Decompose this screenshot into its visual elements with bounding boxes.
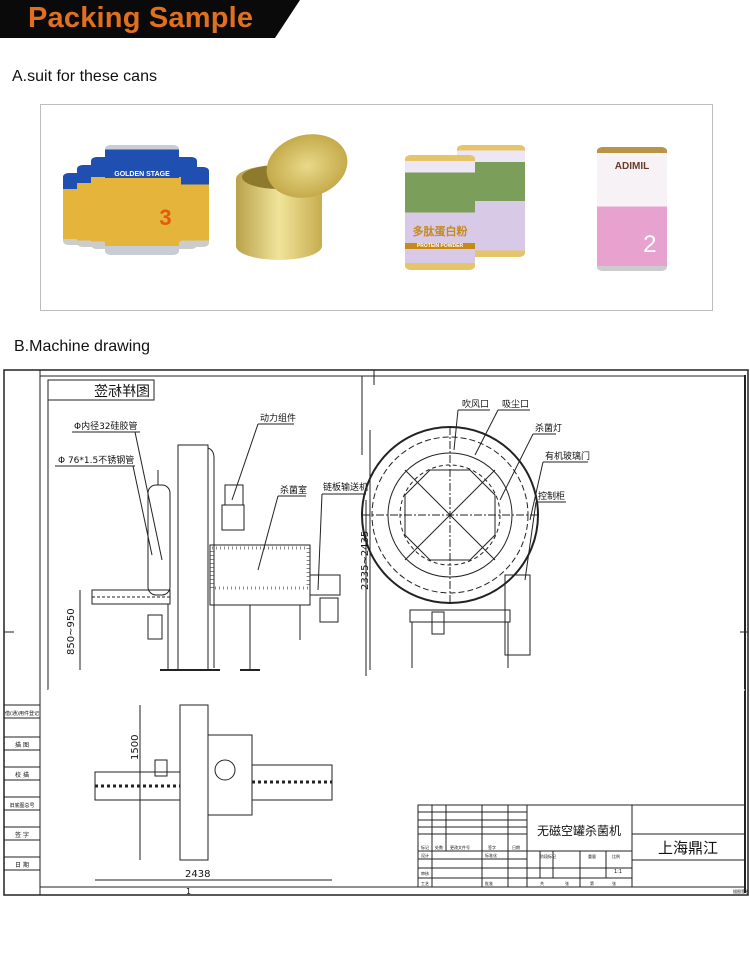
tb-header: 更改文件号 — [450, 844, 470, 850]
top-view — [94, 704, 333, 861]
header-banner — [0, 0, 300, 38]
side-view — [91, 444, 341, 671]
can-sub-text: PROTEIN POWDER — [405, 243, 475, 249]
tb-row: 审核 — [421, 870, 429, 876]
dimension-height-side: 850~950 — [66, 608, 77, 655]
tb-row: 工艺 — [421, 881, 429, 886]
page-title: Packing Sample — [28, 2, 254, 34]
stamp-box — [47, 379, 155, 401]
label-sterilizing-lamp: 杀菌灯 — [535, 422, 562, 434]
dimension-length: 2438 — [185, 869, 210, 880]
machine-name: 无磁空罐杀菌机 — [537, 823, 621, 838]
label-control-cabinet: 控制柜 — [538, 490, 565, 502]
side-table-cell: 旧底图总号 — [9, 802, 34, 809]
section-b-title: B.Machine drawing — [14, 338, 151, 355]
can-logo-text: 多肽蛋白粉 — [412, 226, 468, 238]
tb-header: 处数 — [435, 844, 443, 850]
side-table-cell: 描 图 — [15, 741, 29, 749]
side-table-cell: 签 字 — [15, 831, 29, 839]
tb-stage: 重量 — [588, 853, 596, 859]
tb-header: 标记 — [421, 844, 429, 850]
tb-sheets: 张 — [565, 880, 569, 886]
label-sterilizing-room: 杀菌室 — [280, 484, 307, 496]
machine-drawing: 图样标签 Φ内径32硅胶管 Φ 76*1.5不锈钢管 动力组件 杀菌室 链板输送… — [3, 369, 749, 896]
label-steel-tube: Φ 76*1.5不锈钢管 — [58, 454, 134, 466]
sheet-mark: 1 — [186, 887, 191, 896]
label-glass-door: 有机玻璃门 — [545, 450, 590, 462]
side-table-cell: 借(通)用件登记 — [5, 710, 39, 717]
tb-header: 日期 — [512, 844, 520, 850]
adimil-formula-can: ADIMIL 2 — [597, 147, 667, 273]
dimension-height-total: 2335~2435 — [360, 531, 371, 590]
side-table — [4, 704, 40, 871]
tb-row: 批准 — [485, 880, 493, 886]
tb-header: 签字 — [488, 844, 496, 850]
golden-stage-formula-cans: GOLDEN STAGE 3 — [63, 145, 209, 255]
side-table-cell: 校 描 — [15, 771, 29, 779]
can-samples-panel: GOLDEN STAGE 3 多肽蛋白粉 PROTEIN POWDER ADIM… — [40, 104, 713, 311]
front-view — [361, 426, 539, 668]
tb-footnote: 描图签名 — [733, 888, 749, 894]
front-view-labels — [453, 409, 588, 581]
dimension-width-top: 1500 — [130, 735, 141, 760]
tb-stage: 比例 — [612, 853, 620, 859]
label-air-outlet: 吹风口 — [462, 398, 489, 410]
tb-sheets: 第 — [590, 880, 594, 886]
tb-row: 标准化 — [485, 852, 497, 858]
label-dust-inlet: 吸尘口 — [502, 399, 529, 410]
can-number: 3 — [159, 205, 172, 230]
protein-powder-cans: 多肽蛋白粉 PROTEIN POWDER — [405, 145, 535, 270]
gold-tin-can-with-lid — [236, 125, 366, 275]
can-logo-text: ADIMIL — [614, 161, 650, 172]
tb-row: 设计 — [421, 852, 429, 858]
can-number: 2 — [643, 231, 657, 258]
tb-scale: 1:1 — [614, 869, 622, 875]
label-silicone-tube: Φ内径32硅胶管 — [74, 420, 138, 432]
tb-sheets: 共 — [540, 880, 544, 886]
company-name: 上海鼎江 — [658, 839, 718, 857]
stamp-text: 图样标签 — [94, 383, 150, 400]
tb-sheets: 张 — [612, 880, 616, 886]
side-table-cell: 日 期 — [15, 861, 29, 869]
tb-stage: 阶段标记 — [540, 853, 556, 859]
spacer — [48, 400, 373, 408]
side-view-labels — [55, 423, 367, 676]
title-block — [417, 804, 746, 888]
outer-frame — [3, 369, 749, 896]
section-a-title: A.suit for these cans — [12, 68, 157, 85]
label-chain-conveyor: 链板输送机 — [323, 481, 368, 493]
label-power-unit: 动力组件 — [260, 412, 296, 424]
can-logo-text: GOLDEN STAGE — [105, 171, 179, 178]
